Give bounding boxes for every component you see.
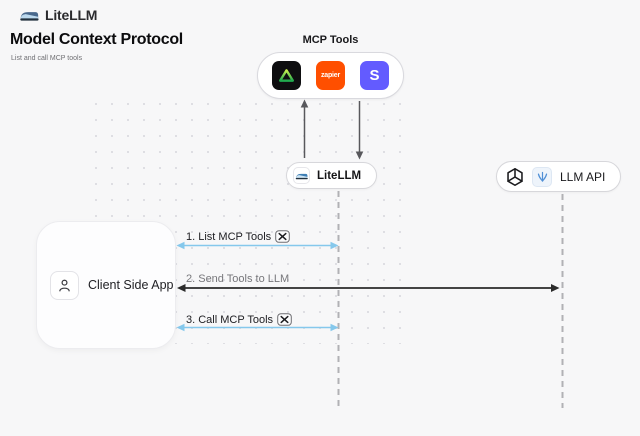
litellm-train-icon bbox=[20, 11, 39, 21]
stripe-letter: S bbox=[369, 67, 380, 84]
page-subtitle: List and call MCP tools bbox=[11, 55, 83, 62]
brand-name: LiteLLM bbox=[45, 7, 98, 23]
tools-icon bbox=[275, 230, 290, 243]
message-arrow-1 bbox=[176, 241, 339, 250]
llm-api-node-label: LLM API bbox=[560, 169, 606, 184]
person-icon bbox=[50, 270, 79, 300]
mcp-tools-label: MCP Tools bbox=[302, 34, 359, 46]
downlink-arrow bbox=[355, 101, 364, 160]
client-node-label: Client Side App bbox=[88, 278, 174, 292]
message-3-text: 3. Call MCP Tools bbox=[186, 313, 274, 326]
message-arrow-3 bbox=[176, 323, 339, 332]
tools-icon bbox=[277, 313, 292, 326]
litellm-train-icon bbox=[293, 167, 310, 184]
triangle-logo-icon bbox=[272, 61, 301, 90]
message-label-2: 2. Send Tools to LLM bbox=[186, 273, 289, 285]
client-side-app-node: Client Side App bbox=[36, 221, 176, 349]
zapier-wordmark: zapier bbox=[320, 72, 341, 79]
message-2-text: 2. Send Tools to LLM bbox=[186, 273, 290, 285]
stripe-icon: S bbox=[360, 61, 389, 90]
uplink-arrow bbox=[300, 99, 309, 158]
message-label-3: 3. Call MCP Tools bbox=[186, 313, 292, 326]
zapier-icon: zapier bbox=[316, 61, 345, 90]
llm-api-node: LLM API bbox=[496, 161, 621, 192]
message-label-1: 1. List MCP Tools bbox=[186, 230, 290, 243]
litellm-node-label: LiteLLM bbox=[317, 169, 362, 182]
openai-icon bbox=[504, 166, 526, 188]
llm-provider-icon bbox=[532, 166, 552, 187]
page-title: Model Context Protocol bbox=[10, 31, 183, 48]
brand: LiteLLM bbox=[19, 7, 97, 23]
message-arrow-2 bbox=[177, 284, 560, 292]
message-1-text: 1. List MCP Tools bbox=[186, 230, 272, 243]
litellm-node: LiteLLM bbox=[286, 162, 377, 189]
mcp-tools-node: zapier S bbox=[257, 52, 404, 99]
